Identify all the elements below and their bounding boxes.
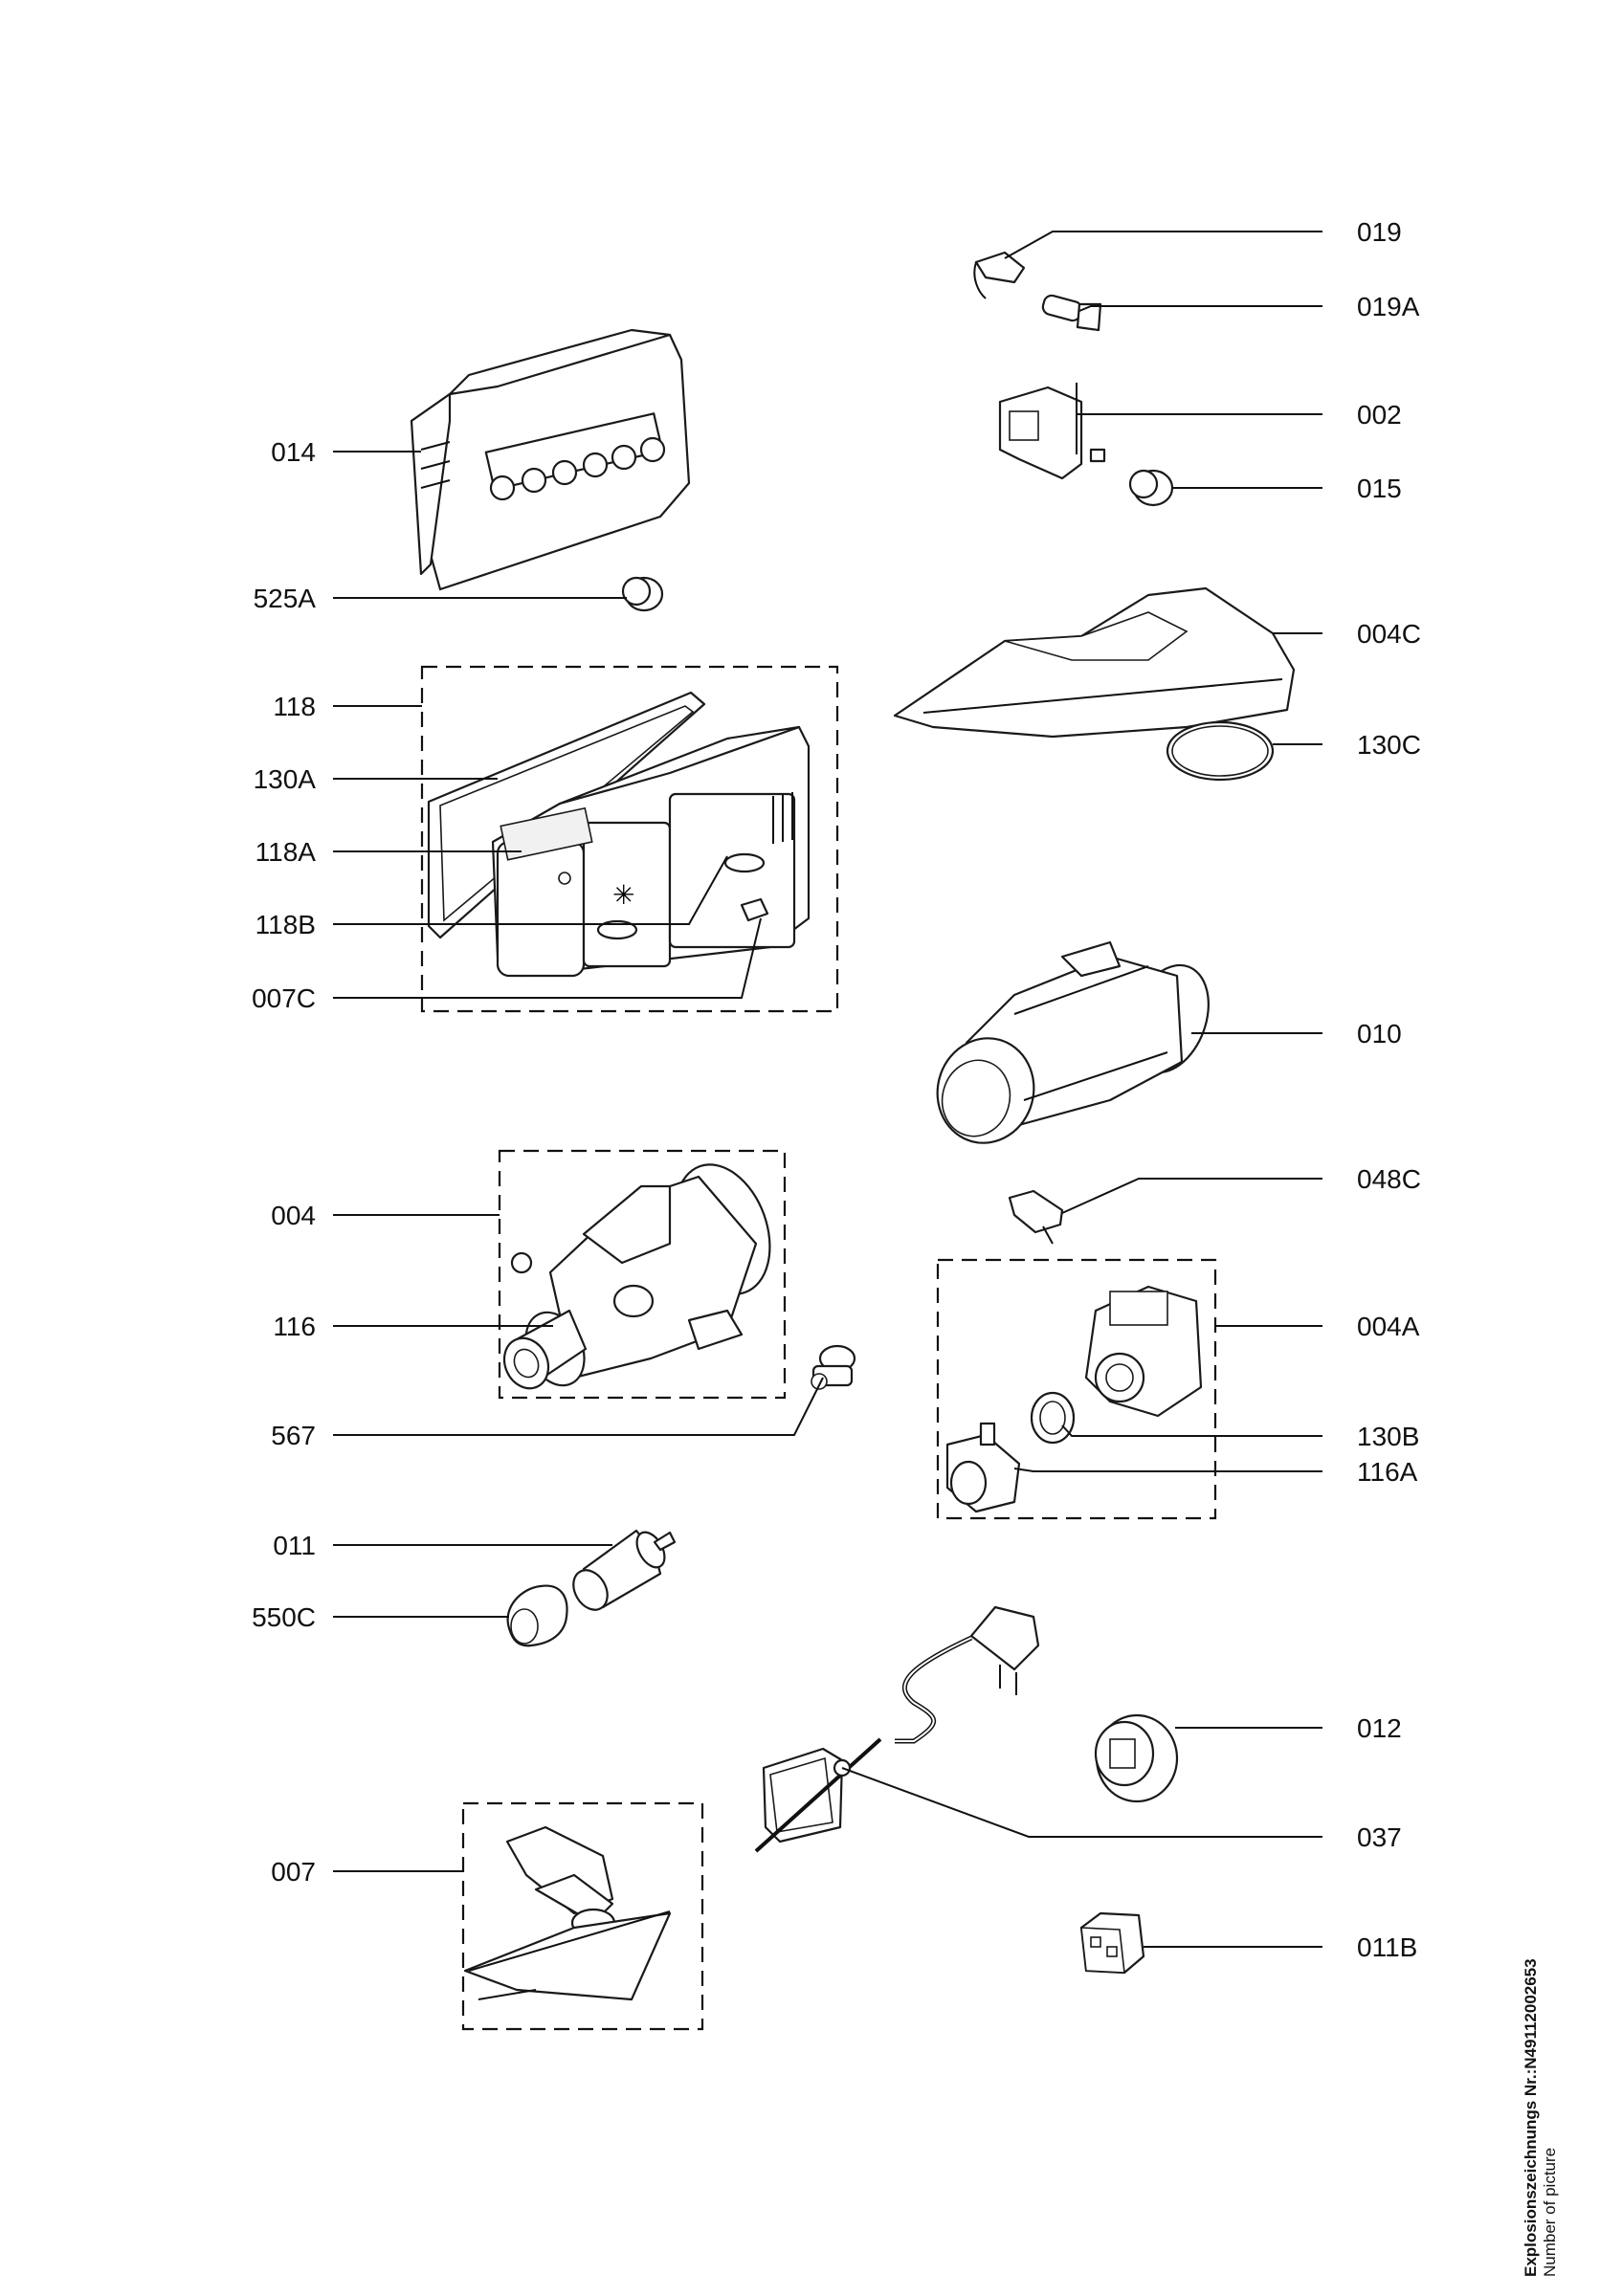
part-labels-right: 019 019A 002 015 004C 130C 010 048C 004A… [1357,217,1421,1962]
label-004: 004 [271,1201,316,1230]
label-118: 118 [273,692,316,721]
label-011: 011 [273,1531,316,1560]
label-116: 116 [273,1312,316,1341]
label-550C: 550C [252,1602,316,1632]
heater-icon [936,940,1210,1144]
pressure-switch-icon [1094,1713,1179,1803]
o-ring-icon [1166,720,1275,782]
drain-pump-icon [572,1529,677,1611]
cable-bracket-icon [754,1737,882,1853]
hose-clip-icon [811,1344,856,1390]
detergent-dispenser-icon: ✳ [427,691,811,978]
label-004A: 004A [1357,1312,1420,1341]
label-015: 015 [1357,474,1402,503]
picture-caption: Number of picture [1541,2147,1559,2277]
clip-icon [740,897,769,922]
assembly-box-004 [498,1149,787,1400]
label-002: 002 [1357,400,1402,430]
assembly-box-004A [936,1258,1217,1520]
spray-arm-bracket-icon [463,1825,672,2001]
pump-motor-icon [1084,1285,1203,1418]
label-012: 012 [1357,1713,1402,1743]
door-switch-icon [998,383,1106,480]
label-118B: 118B [256,910,316,939]
latch-clip-icon [973,251,1026,299]
label-019: 019 [1357,217,1402,247]
assembly-box-007 [461,1801,704,2031]
knob-cap-icon [1128,469,1174,507]
drawing-number: Explosionszeichnungs Nr.:N4911200265​3 [1522,1958,1540,2277]
label-567: 567 [271,1421,316,1450]
label-010: 010 [1357,1019,1402,1049]
electronic-module-icon [410,328,691,591]
label-525A: 525A [254,584,317,613]
label-130C: 130C [1357,730,1421,760]
label-019A: 019A [1357,292,1420,321]
label-118A: 118A [256,837,317,867]
drawing-number-note: Explosionszeichnungs Nr.:N4911200265​3 N… [1522,1818,1589,2277]
label-004C: 004C [1357,619,1421,649]
label-007: 007 [271,1857,316,1887]
snowflake-symbol-icon: ✳ [612,879,634,911]
assembly-box-118 [420,665,839,1013]
gasket-icon [1030,1391,1076,1445]
temperature-sensor-icon [1008,1189,1064,1245]
valve-icon [945,1422,1021,1513]
circulation-pump-icon [502,1163,771,1390]
knob-icon [621,576,664,612]
cover-plate-icon [893,586,1296,739]
label-116A: 116A [1357,1457,1418,1487]
part-labels-left: 014 525A 118 130A 118A 118B 007C 004 116… [252,437,316,1887]
label-011B: 011B [1357,1932,1417,1962]
label-037: 037 [1357,1822,1402,1852]
power-plug-icon [895,1605,1040,1744]
leader-lines [333,231,1322,1948]
module-knobs [489,436,666,501]
label-130A: 130A [254,764,317,794]
label-014: 014 [271,437,316,467]
pump-cap-icon [506,1584,568,1647]
label-130B: 130B [1357,1422,1419,1451]
label-048C: 048C [1357,1164,1421,1194]
label-007C: 007C [252,983,316,1013]
relay-icon [1079,1911,1145,1975]
pin-icon [1041,294,1102,332]
